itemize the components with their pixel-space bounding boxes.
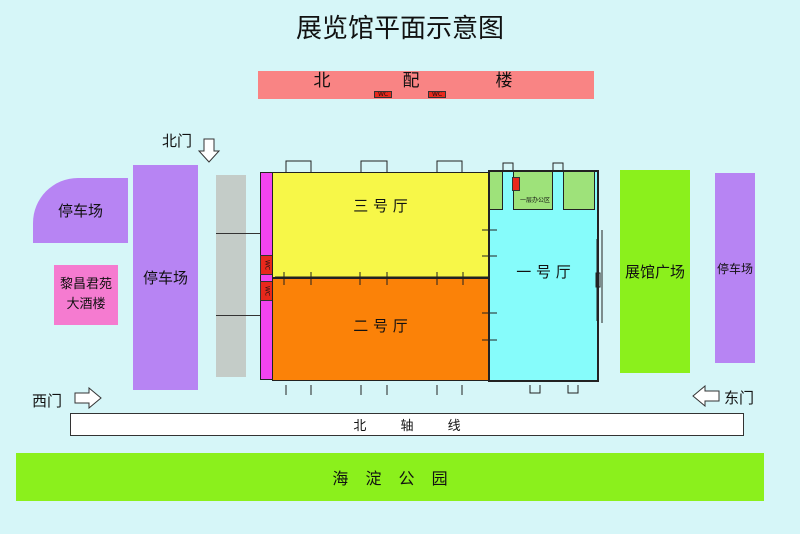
- parking-lot: 停车场: [133, 165, 198, 390]
- hotel-name: 大酒楼: [66, 297, 106, 312]
- arrow-right-icon: [74, 387, 102, 409]
- hall-label: 二 号 厅: [353, 317, 408, 335]
- hotel: 黎昌君苑 大酒楼: [54, 265, 118, 325]
- hall-2[interactable]: 二 号 厅: [272, 277, 489, 381]
- plaza-label: 展馆广场: [624, 263, 685, 281]
- north-gate-label: 北门: [162, 132, 193, 150]
- wc-marker: [512, 177, 520, 191]
- parking-lot: 停车场: [715, 173, 755, 363]
- divider: [216, 315, 262, 316]
- parking-label: 停车场: [142, 269, 188, 287]
- north-axis: 北 轴 线: [70, 413, 744, 436]
- divider: [216, 233, 262, 234]
- hall-label: 一 号 厅: [516, 262, 571, 281]
- park-label: 海 淀 公 园: [332, 469, 448, 488]
- axis-label: 北 轴 线: [353, 419, 461, 434]
- office-area: 一层办公区: [490, 172, 597, 210]
- page-title: 展览馆平面示意图: [295, 14, 504, 44]
- north-building: [258, 71, 594, 99]
- haidian-park: 海 淀 公 园: [16, 453, 764, 501]
- corridor: [216, 175, 246, 377]
- west-gate-label: 西门: [32, 392, 63, 410]
- east-gate-label: 东门: [724, 389, 755, 407]
- wc-marker: WC: [428, 91, 446, 98]
- north-building-label: 配: [402, 71, 420, 91]
- hall-doors: [275, 160, 603, 395]
- wc-marker: WC: [260, 255, 273, 275]
- parking-label: 停车场: [716, 261, 753, 276]
- north-building-label: 北: [313, 71, 331, 91]
- wc-marker: WC: [374, 91, 392, 98]
- office-label: 一层办公区: [520, 197, 551, 204]
- arrow-down-icon: [197, 138, 221, 163]
- hall-label: 三 号 厅: [353, 197, 408, 215]
- hotel-name: 黎昌君苑: [59, 277, 112, 292]
- parking-label: 停车场: [57, 202, 103, 220]
- north-building-label: 楼: [495, 71, 513, 91]
- parking-lot: 停车场: [33, 178, 128, 243]
- arrow-left-icon: [692, 385, 720, 407]
- exhibition-plaza: 展馆广场: [620, 170, 690, 373]
